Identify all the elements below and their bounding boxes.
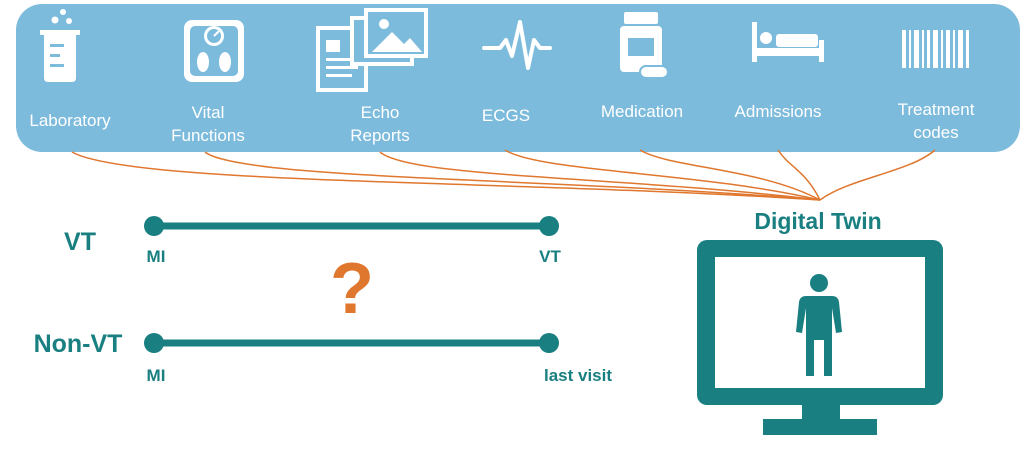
digital-twin-title: Digital Twin: [754, 208, 881, 234]
label-treatment-line2: codes: [913, 123, 958, 142]
pill-bottle-icon: [620, 12, 669, 79]
timeline-nonvt-end-marker: [539, 333, 559, 353]
connector-laboratory: [71, 151, 821, 201]
timeline-vt-start-marker: [144, 216, 164, 236]
group-label-non-vt: Non-VT: [34, 330, 123, 358]
timeline-nonvt-start-label: MI: [147, 366, 166, 385]
connector-medication: [639, 149, 821, 201]
label-vital-line1: Vital: [192, 103, 225, 122]
data-flow-connectors: [71, 149, 936, 201]
question-mark: ?: [330, 249, 374, 329]
timeline-vt-end-label: VT: [539, 247, 561, 266]
connector-admissions: [777, 149, 821, 201]
timeline-nonvt-end-label: last visit: [544, 366, 612, 385]
connector-ecgs: [504, 149, 821, 201]
connector-vital-functions: [204, 151, 821, 201]
timeline-vt-end-marker: [539, 216, 559, 236]
image-reports-icon: [316, 8, 428, 92]
label-medication: Medication: [601, 102, 683, 121]
scale-icon: [184, 20, 244, 82]
label-echo-line1: Echo: [361, 103, 400, 122]
label-ecgs: ECGS: [482, 106, 530, 125]
label-laboratory: Laboratory: [29, 111, 111, 130]
timeline-nonvt-start-marker: [144, 333, 164, 353]
hospital-bed-icon: [752, 22, 824, 62]
label-treatment-line1: Treatment: [898, 100, 975, 119]
person-monitor-icon: [697, 240, 943, 435]
group-label-vt: VT: [64, 228, 96, 256]
connector-treatment-codes: [819, 149, 936, 201]
label-vital-line2: Functions: [171, 126, 245, 145]
label-admissions: Admissions: [735, 102, 822, 121]
label-echo-line2: Reports: [350, 126, 410, 145]
barcode-icon: [902, 30, 969, 68]
heartbeat-icon: [482, 20, 552, 70]
connector-echo-reports: [379, 151, 821, 201]
beaker-icon: [40, 9, 80, 82]
timeline-vt-start-label: MI: [147, 247, 166, 266]
